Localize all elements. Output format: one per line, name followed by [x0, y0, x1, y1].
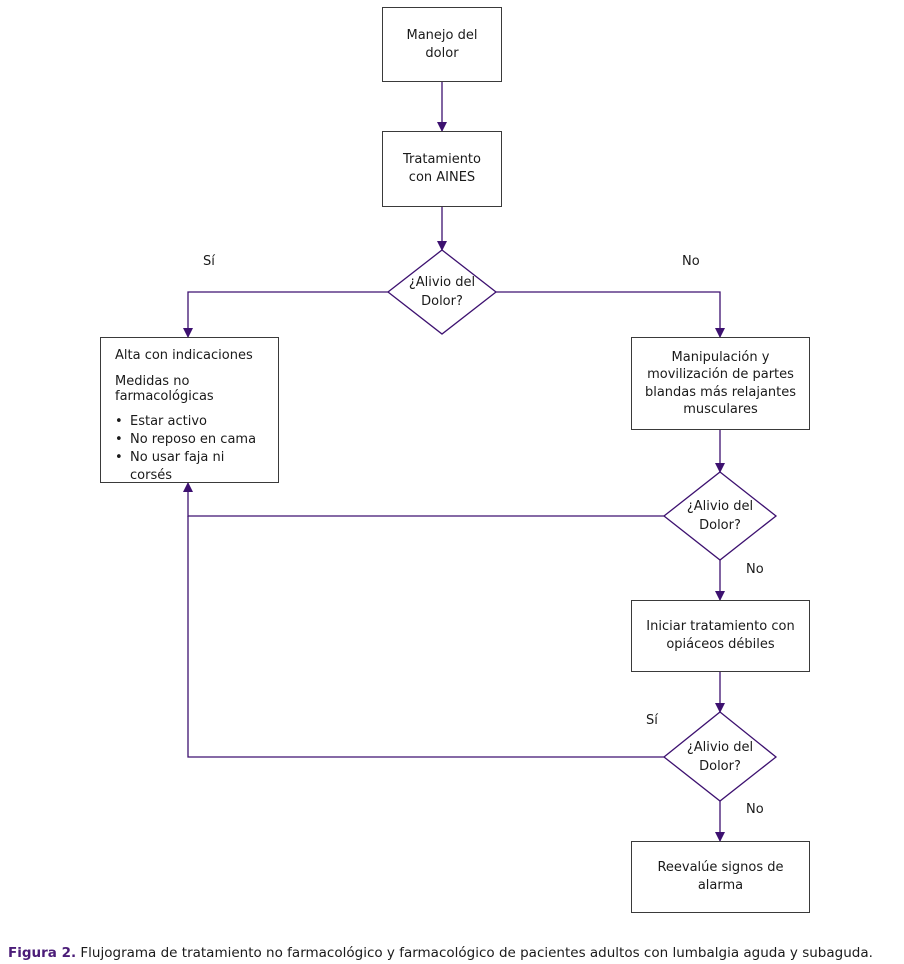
- box-tratamiento-aines: Tratamiento con AINES: [382, 131, 502, 207]
- list-item: No usar faja ni corsés: [115, 449, 264, 485]
- label-no-decision3: No: [746, 802, 764, 817]
- box-aines-text: Tratamiento con AINES: [403, 152, 481, 185]
- caption-text: Flujograma de tratamiento no farmacológi…: [76, 945, 873, 961]
- decision1-text: ¿Alivio del Dolor?: [408, 275, 476, 309]
- decision2-diamond: [662, 471, 778, 561]
- line-decision3-yes: [187, 516, 664, 758]
- box-reevalue-text: Reevalúe signos de alarma: [657, 860, 784, 893]
- alta-measures-list: Estar activo No reposo en cama No usar f…: [115, 413, 264, 485]
- box-reevalue: Reevalúe signos de alarma: [631, 841, 810, 913]
- box-manejo-del-dolor: Manejo del dolor: [382, 7, 502, 82]
- decision3-diamond: [662, 711, 778, 802]
- decision3-text: ¿Alivio del Dolor?: [686, 740, 754, 774]
- alta-title: Alta con indicaciones: [115, 348, 253, 363]
- box-opiaceos: Iniciar tratamiento con opiáceos débiles: [631, 600, 810, 672]
- box-manipulacion: Manipulación y movilización de partes bl…: [631, 337, 810, 430]
- decision2-text: ¿Alivio del Dolor?: [686, 499, 754, 533]
- arrow-decision2-yes: [183, 482, 664, 517]
- decision1-diamond: [386, 249, 498, 335]
- list-item: No reposo en cama: [115, 431, 264, 449]
- box-opiaceos-text: Iniciar tratamiento con opiáceos débiles: [646, 619, 795, 652]
- alta-subtitle: Medidas no farmacológicas: [115, 374, 214, 404]
- label-no-decision1: No: [682, 254, 700, 269]
- caption-label: Figura 2.: [8, 945, 77, 961]
- box-alta-con-indicaciones: Alta con indicaciones Medidas no farmaco…: [100, 337, 279, 483]
- label-si-decision3: Sí: [646, 713, 658, 728]
- arrow-decision1-yes: [183, 291, 388, 338]
- box-manejo-text: Manejo del dolor: [406, 27, 478, 61]
- arrow-decision1-no: [496, 291, 725, 338]
- figure-caption: Figura 2. Flujograma de tratamiento no f…: [8, 944, 873, 962]
- label-no-decision2: No: [746, 562, 764, 577]
- box-manipulacion-text: Manipulación y movilización de partes bl…: [644, 349, 797, 418]
- list-item: Estar activo: [115, 413, 264, 431]
- label-si-decision1: Sí: [203, 254, 215, 269]
